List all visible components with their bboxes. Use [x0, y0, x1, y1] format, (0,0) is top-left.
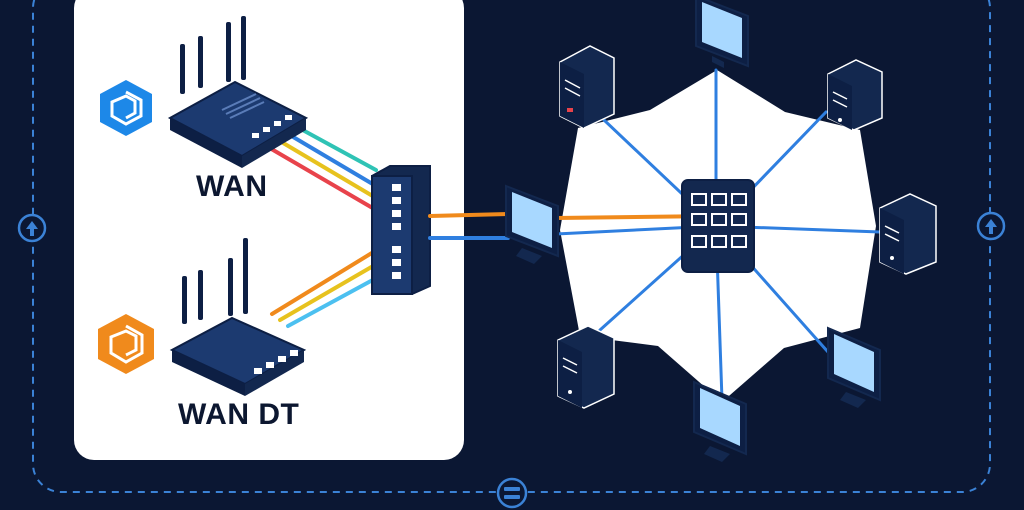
equals-icon [504, 487, 520, 499]
router-top [167, 16, 309, 168]
antenna-icon [182, 238, 248, 324]
monitor-icon [693, 380, 747, 462]
cable-bottom-cyan [286, 274, 382, 328]
patch-switch [371, 165, 431, 295]
monitor-icon [505, 184, 559, 264]
router-bottom-label: WAN DT [178, 398, 300, 431]
antenna-icon [180, 16, 246, 94]
cable-bottom-yellow [278, 260, 382, 322]
monitor-icon [695, 0, 749, 68]
router-bottom [169, 238, 307, 396]
wan-panel [74, 0, 464, 460]
monitor-icon [827, 326, 881, 408]
up-arrow-icon [985, 219, 997, 234]
bottom-edge-button[interactable] [496, 477, 528, 509]
router-top-label: WAN [196, 170, 268, 203]
cable-top-yellow [266, 132, 378, 200]
cable-top-blue [276, 126, 378, 188]
cable-top-red [254, 138, 378, 212]
server-icon [879, 193, 937, 275]
server-icon [559, 45, 615, 129]
uplink-orange [428, 212, 510, 218]
server-icon [827, 59, 883, 131]
cable-bottom-orange [270, 246, 382, 316]
right-edge-button[interactable] [976, 211, 1006, 241]
server-icon [557, 325, 615, 409]
up-arrow-icon [26, 221, 38, 236]
left-edge-button[interactable] [17, 213, 47, 243]
hexagon-spiral-logo-blue [100, 80, 152, 136]
hub-switch [681, 179, 755, 273]
hexagon-spiral-logo-orange [98, 314, 154, 374]
